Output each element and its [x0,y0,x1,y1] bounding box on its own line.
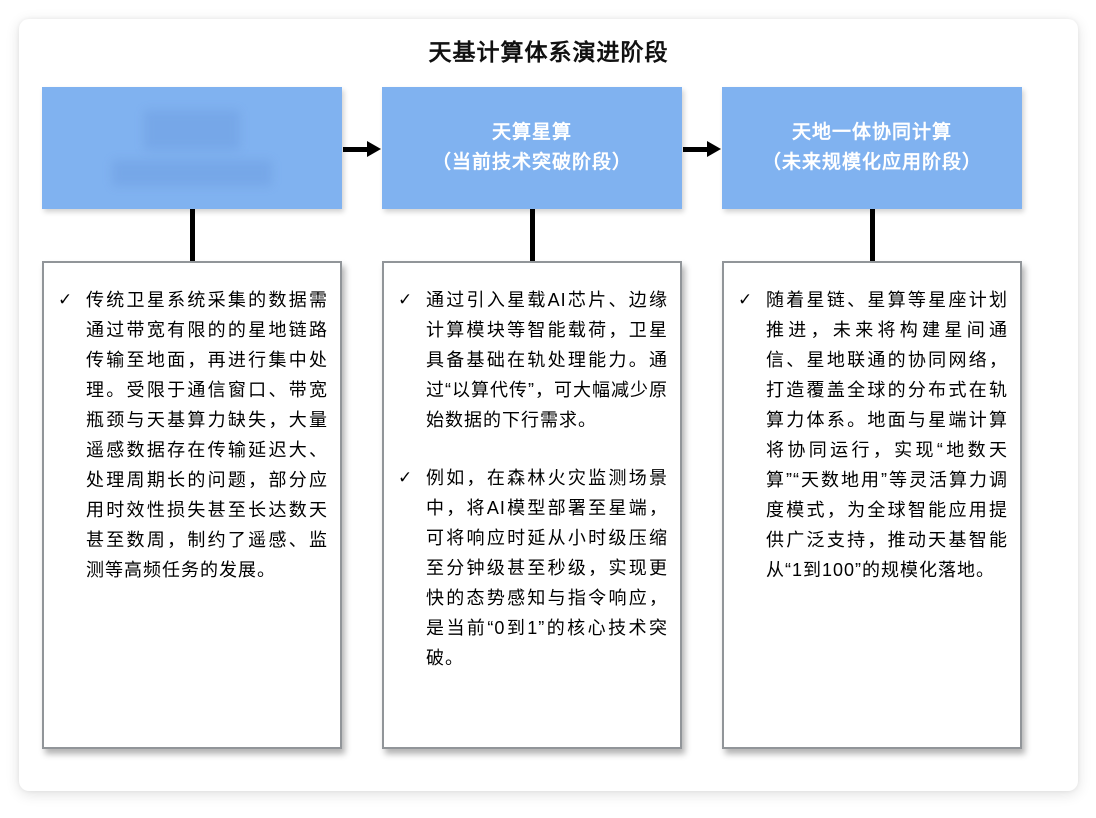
bullet-text: 传统卫星系统采集的数据需通过带宽有限的的星地链路传输至地面，再进行集中处理。受限… [86,290,328,580]
detail-box-1: ✓ 传统卫星系统采集的数据需通过带宽有限的的星地链路传输至地面，再进行集中处理。… [42,261,342,749]
arrow-right-icon [683,141,721,157]
stage-header-box-1 [42,87,342,209]
stage-subtitle: （当前技术突破阶段） [431,152,632,173]
bullet-text: 通过引入星载AI芯片、边缘计算模块等智能载荷，卫星具备基础在轨处理能力。通过“以… [426,290,668,430]
check-icon: ✓ [398,468,413,487]
check-icon: ✓ [398,290,413,309]
stage-ghost-label [42,87,342,209]
diagram-card: 天基计算体系演进阶段 ✓ 传统卫星系统采集的数据需通过带宽有限的的星地链路传输至… [19,19,1078,791]
connector-line [189,209,195,261]
stage-title: 天算星算 [491,122,572,143]
bullet-item: ✓ 例如，在森林火灾监测场景中，将AI模型部署至星端，可将响应时延从小时级压缩至… [396,463,668,673]
detail-box-3: ✓ 随着星链、星算等星座计划推进，未来将构建星间通信、星地联通的协同网络，打造覆… [722,261,1022,749]
bullet-item: ✓ 随着星链、星算等星座计划推进，未来将构建星间通信、星地联通的协同网络，打造覆… [736,285,1008,585]
stage-column-2: 天算星算 （当前技术突破阶段） ✓ 通过引入星载AI芯片、边缘计算模块等智能载荷… [382,87,682,749]
bullet-item: ✓ 通过引入星载AI芯片、边缘计算模块等智能载荷，卫星具备基础在轨处理能力。通过… [396,285,668,435]
stage-subtitle: （未来规模化应用阶段） [761,152,982,173]
stage-column-1: ✓ 传统卫星系统采集的数据需通过带宽有限的的星地链路传输至地面，再进行集中处理。… [42,87,342,749]
connector-line [869,209,875,261]
diagram-title: 天基计算体系演进阶段 [428,39,669,65]
connector-line [529,209,535,261]
stage-title: 天地一体协同计算 [791,122,952,143]
bullet-text: 随着星链、星算等星座计划推进，未来将构建星间通信、星地联通的协同网络，打造覆盖全… [766,290,1008,580]
bullet-item: ✓ 传统卫星系统采集的数据需通过带宽有限的的星地链路传输至地面，再进行集中处理。… [56,285,328,585]
check-icon: ✓ [738,290,753,309]
stage-header-box-2: 天算星算 （当前技术突破阶段） [382,87,682,209]
check-icon: ✓ [58,290,73,309]
arrow-right-icon [343,141,381,157]
bullet-text: 例如，在森林火灾监测场景中，将AI模型部署至星端，可将响应时延从小时级压缩至分钟… [426,468,668,668]
stage-header-box-3: 天地一体协同计算 （未来规模化应用阶段） [722,87,1022,209]
stage-column-3: 天地一体协同计算 （未来规模化应用阶段） ✓ 随着星链、星算等星座计划推进，未来… [722,87,1022,749]
detail-box-2: ✓ 通过引入星载AI芯片、边缘计算模块等智能载荷，卫星具备基础在轨处理能力。通过… [382,261,682,749]
